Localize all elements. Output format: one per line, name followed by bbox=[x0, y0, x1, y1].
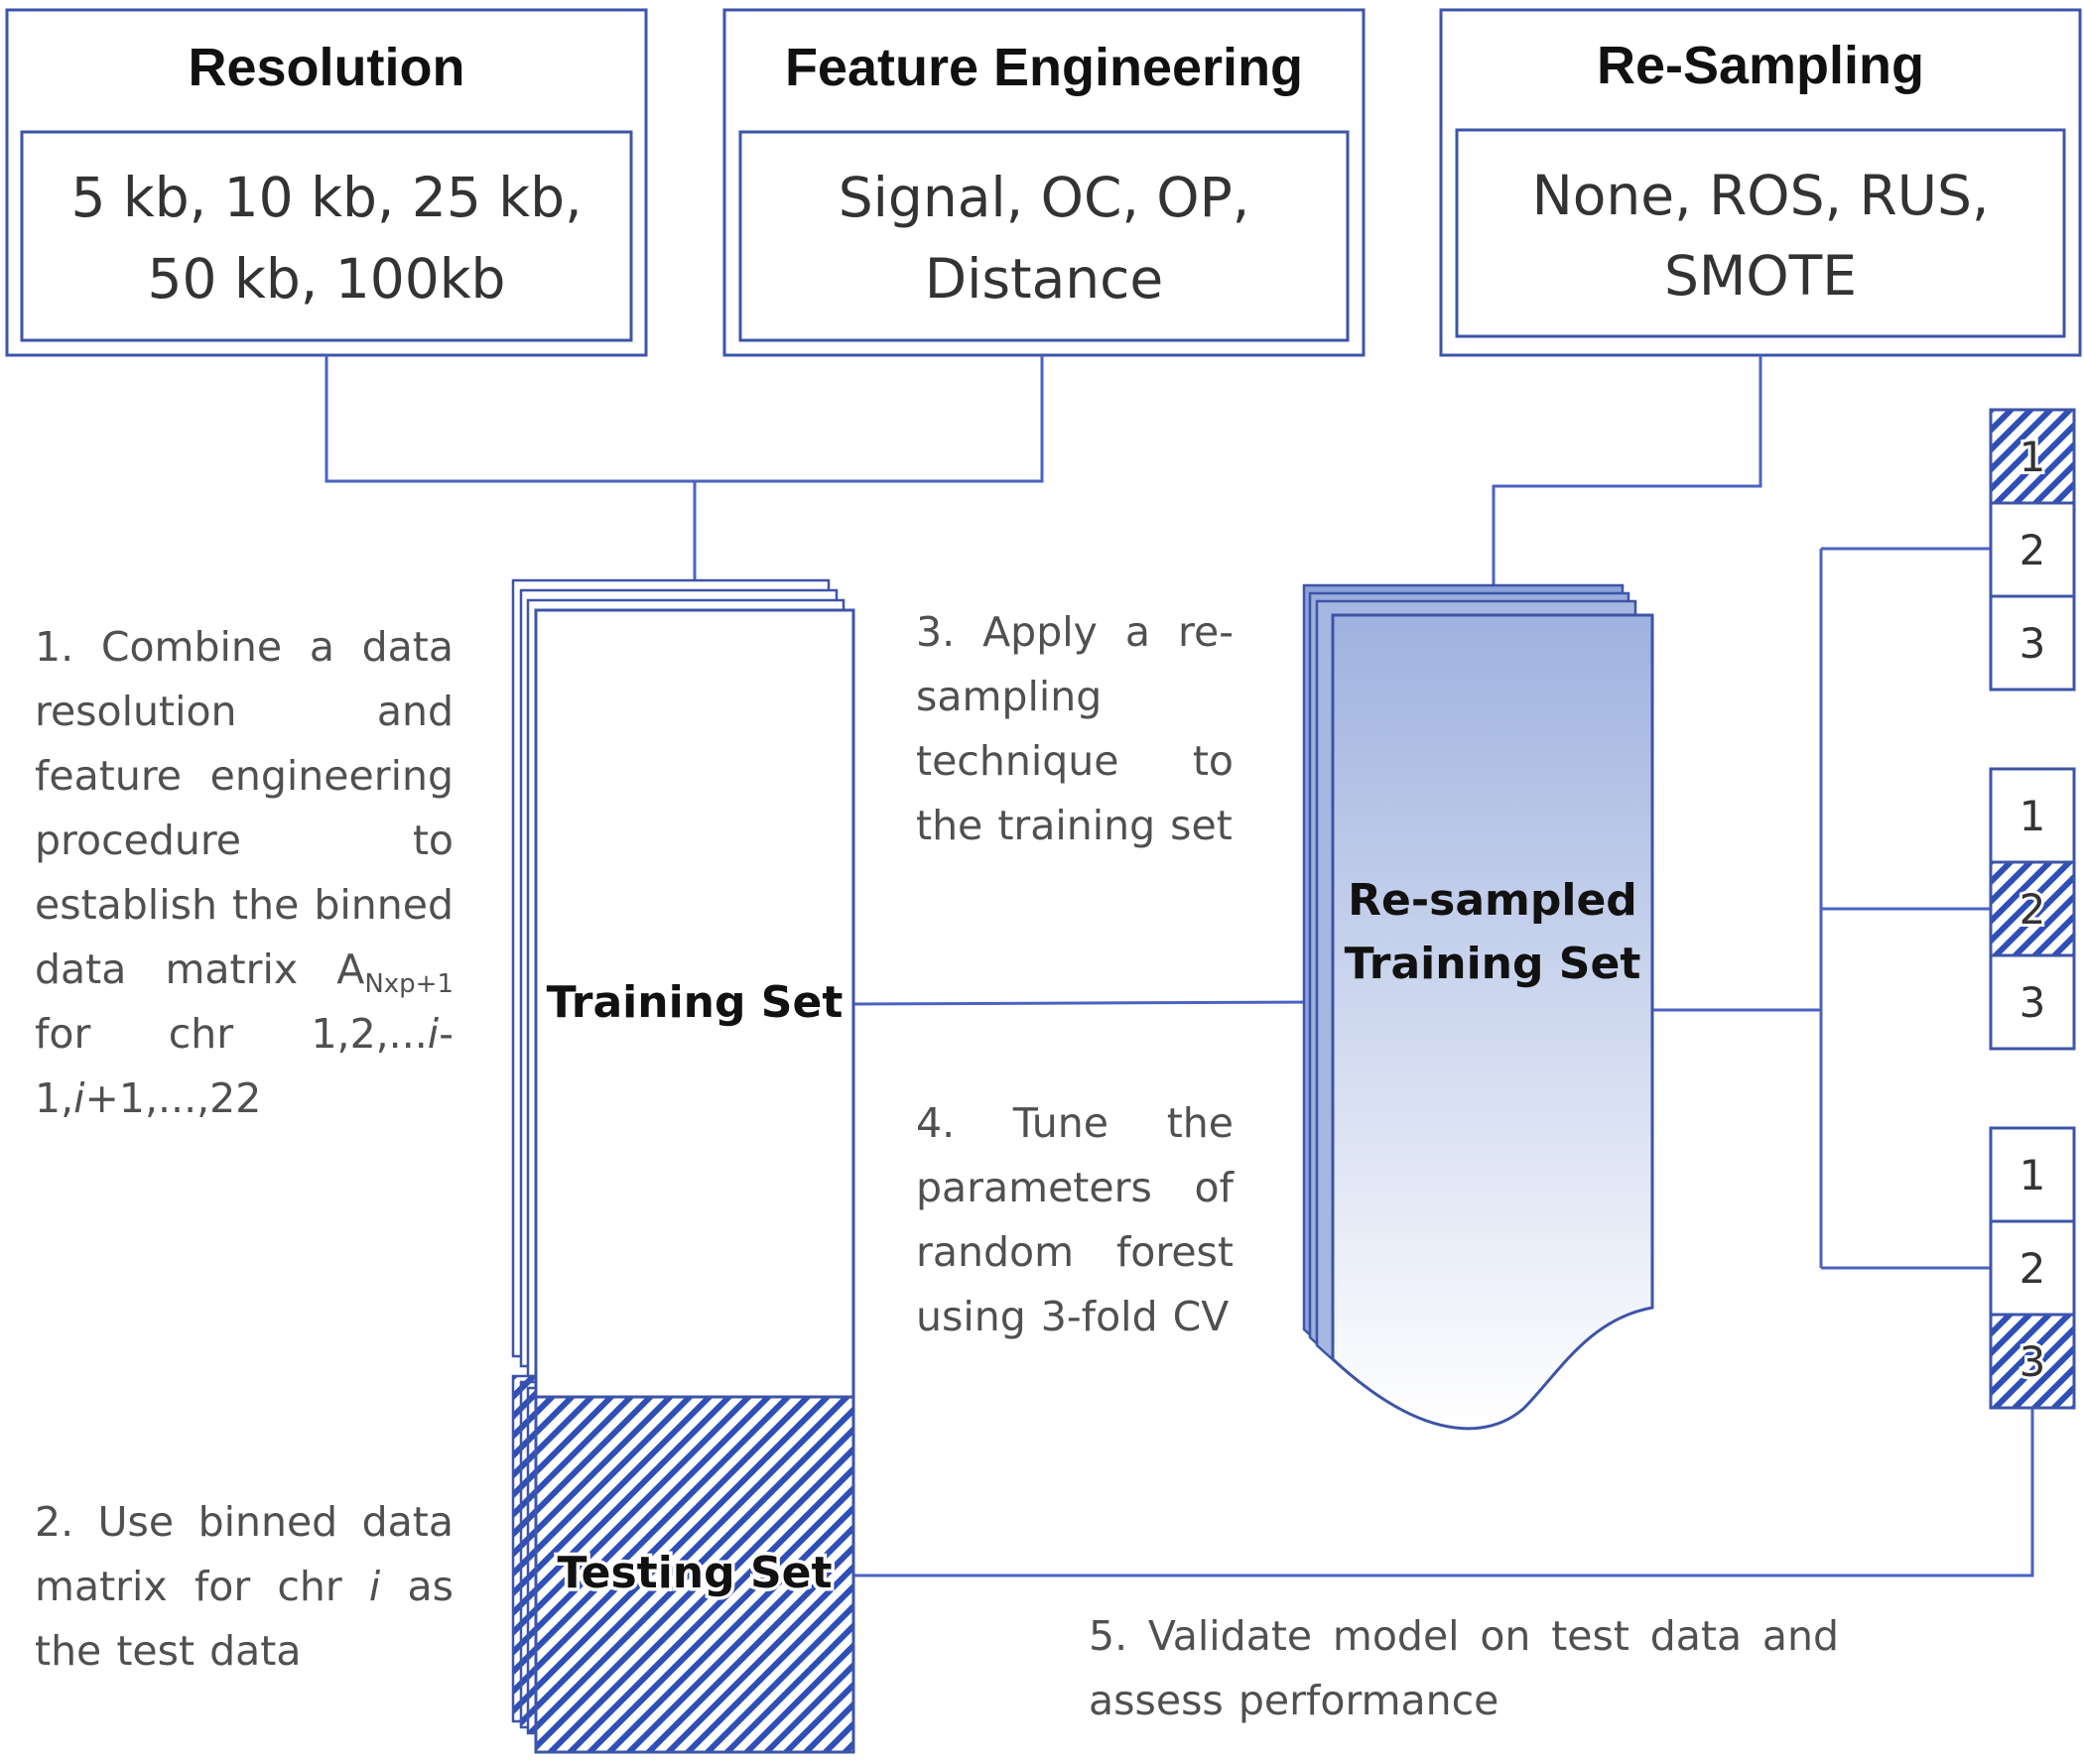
testing-set-label: Testing Set bbox=[557, 1548, 832, 1598]
step2-text: as the test data bbox=[35, 1563, 454, 1675]
resampled-label-line2: Training Set bbox=[1345, 939, 1641, 989]
training-set-sheet bbox=[534, 608, 855, 1399]
step2-italic: i bbox=[368, 1563, 381, 1610]
fold-cell bbox=[1989, 408, 2076, 505]
resampling-options-line1: None, ROS, RUS, bbox=[1532, 164, 1990, 227]
resolution-options-line2: 50 kb, 100kb bbox=[148, 247, 506, 311]
resampled-training-sheet bbox=[1331, 613, 1654, 1431]
fold-label: 3 bbox=[2019, 619, 2046, 668]
resampled-training-stack: Re-sampled Training Set bbox=[1302, 583, 1654, 1431]
step5-description: 5. Validate model on test data and asses… bbox=[1089, 1612, 1839, 1724]
resolution-box: Resolution 5 kb, 10 kb, 25 kb, 50 kb, 10… bbox=[5, 8, 648, 357]
step1-italic: i bbox=[73, 1074, 85, 1122]
step1-description: 1. Combine a data resolution and feature… bbox=[35, 615, 454, 1131]
step4-description: 4. Tune the parameters of random forest … bbox=[916, 1099, 1234, 1340]
feature-engineering-title: Feature Engineering bbox=[785, 38, 1303, 97]
fold-cell bbox=[1989, 501, 2076, 598]
feature-engineering-options-line2: Distance bbox=[925, 247, 1164, 311]
resampling-to-resampled-connector bbox=[1492, 355, 1762, 613]
fold-label: 1 bbox=[2019, 433, 2046, 481]
fold-label: 3 bbox=[2019, 978, 2046, 1027]
testing-set-sheet bbox=[534, 1395, 855, 1754]
fold-group-2: 1 2 3 bbox=[1989, 767, 2076, 1051]
fold-cell bbox=[1989, 1313, 2076, 1410]
fold-cell bbox=[1989, 953, 2076, 1051]
step3-description: 3. Apply a re-sampling technique to the … bbox=[916, 608, 1234, 849]
fold-group-1: 1 2 3 bbox=[1989, 408, 2076, 692]
resampling-title: Re-Sampling bbox=[1597, 36, 1924, 95]
fold-group-3: 1 2 3 bbox=[1989, 1126, 2076, 1410]
fold-label: 2 bbox=[2019, 526, 2046, 574]
step1-text: -1, bbox=[35, 1010, 454, 1122]
step2-text: 2. Use binned data matrix for chr bbox=[35, 1498, 454, 1610]
fold-cell bbox=[1989, 860, 2076, 957]
fold-label: 3 bbox=[2019, 1337, 2046, 1386]
step1-text: for chr 1,2,... bbox=[35, 1010, 428, 1058]
training-to-resampled-connector bbox=[852, 1000, 1323, 1006]
feature-engineering-box: Feature Engineering Signal, OC, OP, Dist… bbox=[722, 8, 1366, 357]
resolution-title: Resolution bbox=[189, 38, 465, 97]
fold-label: 2 bbox=[2019, 1244, 2046, 1293]
resampling-box: Re-Sampling None, ROS, RUS, SMOTE bbox=[1439, 8, 2082, 357]
fold-label: 1 bbox=[2019, 792, 2046, 840]
fold-cell bbox=[1989, 594, 2076, 692]
validation-connector bbox=[853, 1409, 2034, 1577]
connector-lines bbox=[325, 355, 2034, 1577]
training-set-label: Training Set bbox=[547, 977, 844, 1028]
resampled-label-line1: Re-sampled bbox=[1348, 875, 1637, 926]
top-bracket-connector bbox=[325, 355, 1044, 483]
training-testing-stack: Training Set Testing Set bbox=[511, 578, 855, 1754]
feature-engineering-options-line1: Signal, OC, OP, bbox=[839, 166, 1250, 229]
fold-label: 2 bbox=[2019, 885, 2046, 934]
fold-label: 1 bbox=[2019, 1151, 2046, 1199]
resampling-options-line2: SMOTE bbox=[1664, 244, 1857, 308]
step1-text: +1,...,22 bbox=[84, 1074, 262, 1122]
step1-text: 1. Combine a data resolution and feature… bbox=[35, 623, 454, 993]
step1-italic: i bbox=[427, 1010, 440, 1058]
step2-description: 2. Use binned data matrix for chr i as t… bbox=[35, 1490, 454, 1684]
step1-subscript: Nxp+1 bbox=[364, 969, 454, 1000]
fold-cell bbox=[1989, 1219, 2076, 1317]
resolution-options-line1: 5 kb, 10 kb, 25 kb, bbox=[70, 166, 582, 229]
